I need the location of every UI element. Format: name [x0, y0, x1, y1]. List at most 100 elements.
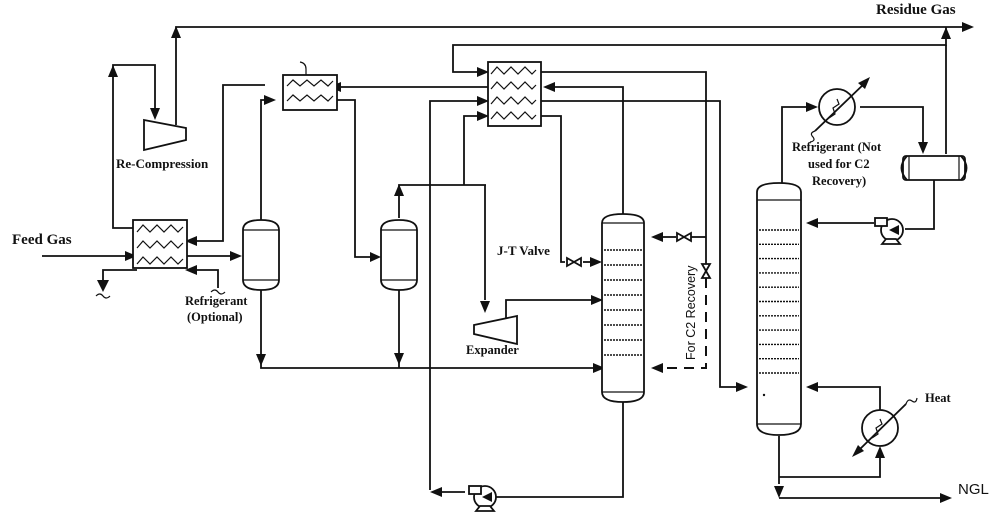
separator-2: [380, 219, 418, 291]
condenser-outlet-line: [860, 106, 924, 145]
refrigerant-not-used-label-3: Recovery): [812, 174, 866, 188]
column-top-feed-valve: [676, 231, 692, 243]
column-trays: [759, 229, 799, 374]
hx-coil: [490, 111, 537, 120]
reboiler: [852, 397, 918, 457]
ngl-arrow: [940, 493, 952, 503]
hx-coil: [490, 96, 537, 105]
residue-gas-label: Residue Gas: [876, 2, 956, 18]
condenser-inlet-arrow: [806, 102, 818, 112]
separator-2-inlet-arrow: [370, 252, 381, 262]
column-trays: [604, 249, 642, 356]
recompressor: [143, 118, 187, 152]
main-hx-to-deethanizer-line: [541, 100, 736, 388]
main-hx-pass-2-inlet-arrow: [543, 82, 555, 92]
main-hx-pass-1-outlet-line: [541, 71, 707, 237]
separator-1-vapor-line: [260, 99, 264, 220]
main-heat-exchanger: [487, 61, 542, 127]
refrigerant-inlet-arrow: [185, 265, 197, 275]
hx-mid-to-separator-2-line: [329, 99, 370, 258]
column-top-feed-arrow: [651, 232, 663, 242]
deethanizer-feed-arrow: [736, 382, 748, 392]
reboiler-feed-line: [779, 456, 881, 478]
hx-coil: [136, 224, 184, 233]
expander-inlet-arrow: [480, 301, 490, 313]
column-jt-feed-arrow: [590, 257, 602, 267]
reboiler-return-line: [817, 386, 881, 418]
reboiler-return-arrow: [806, 382, 818, 392]
separator-1-inlet-arrow: [230, 251, 242, 261]
recompressor-inlet-arrow: [150, 108, 160, 120]
separator-2-liquid-arrow: [394, 353, 404, 365]
bottoms-pump: [468, 485, 497, 512]
refrigerant-inlet-tilde: [210, 289, 226, 295]
deethanizer-overhead-line: [781, 106, 806, 183]
c2-recovery-label: For C2 Recovery: [684, 265, 698, 360]
column-bottoms-line: [496, 402, 624, 498]
main-hx-pass-4-inlet-arrow: [477, 111, 489, 121]
separator-1: [242, 219, 280, 291]
ngl-label: NGL: [958, 481, 989, 498]
separator-1-liquid-line: [260, 289, 593, 369]
ngl-down-arrow: [774, 486, 784, 498]
separator-2-vapor-line: [398, 184, 486, 218]
hx-coil: [136, 240, 184, 249]
column-expander-feed-arrow: [591, 295, 603, 305]
hx-coil: [490, 81, 537, 90]
recompressor-outlet-arrow: [171, 26, 181, 38]
c2-recovery-arrow: [651, 363, 663, 373]
main-hx-to-jt-line: [541, 115, 565, 263]
refrigerant-outlet-line: [102, 269, 137, 282]
expander-outlet-line: [505, 299, 593, 318]
pump-discharge-arrow: [430, 487, 442, 497]
recompressor-up-arrow: [108, 65, 118, 77]
feed-gas-label: Feed Gas: [12, 232, 72, 248]
separator-1-liquid-arrow: [256, 354, 266, 366]
column-lower-feed-arrow: [593, 363, 605, 373]
reflux-drum: [900, 155, 968, 181]
expander: [473, 314, 518, 346]
hx-coil: [136, 256, 184, 265]
mid-heat-exchanger: [282, 61, 338, 111]
vapor-to-main-hx-line: [463, 115, 477, 185]
reflux-pump: [874, 217, 904, 245]
c2-recovery-dashed-line: [663, 278, 707, 369]
separator-2-vapor-arrow: [394, 184, 404, 196]
main-hx-pass-1-inlet-arrow: [477, 67, 489, 77]
c2-recovery-valve: [700, 237, 712, 279]
refrigerant-not-used-label-2: used for C2: [808, 157, 870, 171]
residue-up-arrow: [941, 27, 951, 39]
hx-coil: [286, 79, 334, 87]
process-lines: [42, 22, 974, 503]
main-hx-pass-3-inlet-arrow: [477, 96, 489, 106]
reflux-return-arrow: [806, 218, 818, 228]
hx-mid-inlet-arrow: [264, 95, 276, 105]
feed-hx-cold-inlet-arrow: [185, 236, 197, 246]
column-overhead-line: [555, 86, 624, 214]
feed-gas-arrow: [125, 251, 137, 261]
refrigerant-optional-label-2: (Optional): [187, 310, 243, 324]
refrigerant-optional-label-1: Refrigerant: [185, 294, 248, 308]
refrigerant-outlet-tilde: [95, 293, 111, 299]
heat-label: Heat: [925, 391, 952, 405]
residue-gas-arrow: [962, 22, 974, 32]
deethanizer-column: [756, 182, 802, 436]
bottoms-to-main-hx-line: [429, 100, 477, 490]
reboiler-inlet-arrow: [875, 446, 885, 458]
feed-heat-exchanger: [132, 219, 188, 269]
recompression-label: Re-Compression: [116, 156, 209, 171]
hx-coil: [490, 66, 537, 75]
refrigerant-inlet-line: [197, 269, 219, 288]
reflux-drum-liquid-line: [905, 180, 935, 230]
cold-return-line: [197, 84, 265, 242]
refrigerant-not-used-label-1: Refrigerant (Not: [792, 140, 882, 154]
reflux-drum-inlet-arrow: [918, 142, 928, 154]
hx-coil: [286, 94, 334, 102]
jt-valve: [566, 256, 582, 268]
jt-valve-label: J-T Valve: [497, 243, 550, 258]
condenser: [809, 77, 870, 143]
refrigerant-outlet-arrow: [97, 280, 109, 292]
demethanizer-column: [601, 213, 645, 403]
hx-utility-tilde: [299, 61, 307, 75]
